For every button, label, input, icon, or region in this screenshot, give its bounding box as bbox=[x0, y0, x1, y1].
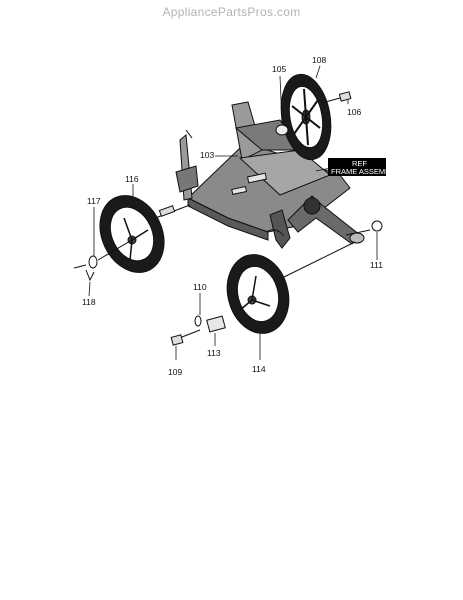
bushing-113 bbox=[206, 315, 226, 333]
ref-frame-label: FRAME ASSEMB bbox=[331, 167, 390, 176]
ref-frame-assembly-box: REF FRAME ASSEMB bbox=[328, 158, 390, 176]
axle-line bbox=[281, 241, 356, 279]
callout-113: 113 bbox=[207, 348, 221, 358]
callout-110: 110 bbox=[193, 282, 207, 292]
wheel-rear-right bbox=[275, 73, 332, 161]
bolt-106 bbox=[321, 91, 352, 104]
site-watermark: AppliancePartsPros.com bbox=[162, 5, 301, 19]
wheel-front-right bbox=[226, 254, 290, 334]
callout-109: 109 bbox=[168, 367, 182, 377]
nut-111 bbox=[371, 220, 383, 232]
callout-108: 108 bbox=[312, 55, 326, 65]
frame-assembly bbox=[149, 101, 371, 249]
callout-117: 117 bbox=[87, 196, 101, 206]
callout-106: 106 bbox=[347, 107, 361, 117]
wheel-front-left bbox=[97, 195, 165, 273]
washer-117 bbox=[88, 255, 98, 269]
callout-118: 118 bbox=[82, 297, 96, 307]
pin-118 bbox=[73, 264, 95, 282]
callout-116: 116 bbox=[125, 174, 139, 184]
washer-110 bbox=[194, 315, 202, 327]
bolt-109 bbox=[170, 329, 201, 346]
callout-103: 103 bbox=[200, 150, 214, 160]
callout-114: 114 bbox=[252, 364, 266, 374]
ref-label: REF bbox=[352, 159, 367, 168]
callout-105: 105 bbox=[272, 64, 286, 74]
callout-111: 111 bbox=[370, 260, 383, 270]
